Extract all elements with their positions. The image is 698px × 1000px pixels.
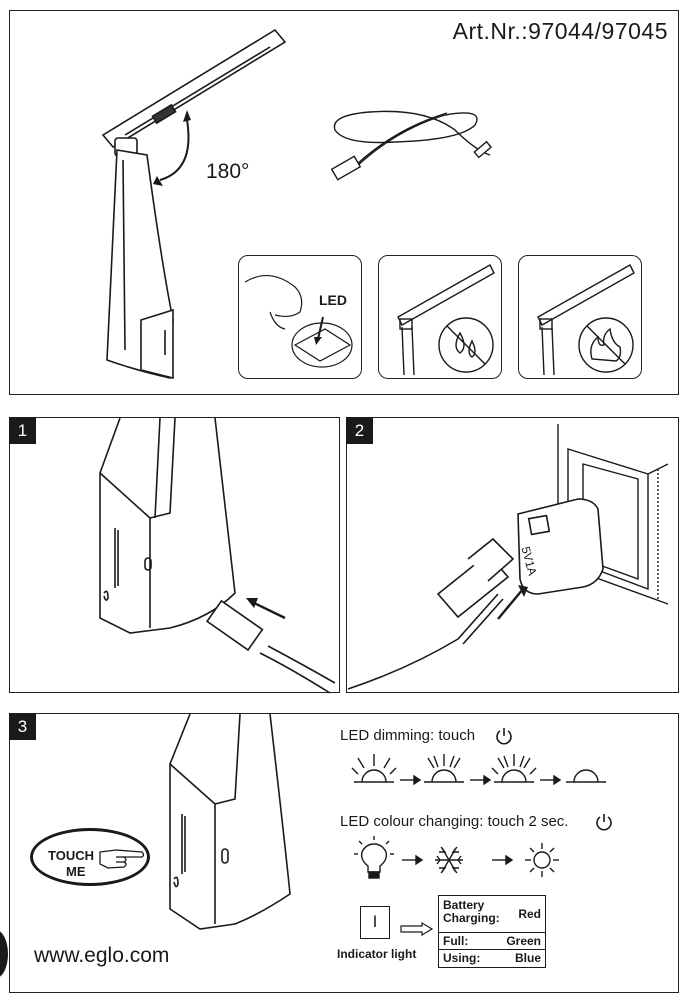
status-row-full: Full: Green bbox=[439, 932, 545, 950]
status-table: Battery Charging: Red Full: Green Using:… bbox=[438, 895, 546, 968]
step2-badge bbox=[346, 417, 373, 444]
rotation-label: 180° bbox=[206, 160, 250, 183]
no-water-illustration bbox=[397, 264, 495, 376]
arrow-right-icon bbox=[402, 854, 424, 866]
status-row-using: Using: Blue bbox=[439, 950, 545, 967]
no-fire-panel bbox=[518, 255, 642, 379]
sunrise-icon bbox=[351, 754, 397, 783]
power-icon bbox=[496, 728, 512, 745]
step3-badge bbox=[9, 713, 36, 740]
indicator-label: Indicator light bbox=[337, 947, 417, 961]
fire-icon bbox=[590, 327, 622, 362]
led-label: LED bbox=[319, 292, 347, 308]
status-row-charging: Battery Charging: Red bbox=[439, 896, 545, 933]
status-state: Full: bbox=[443, 934, 469, 948]
water-drop-icon bbox=[455, 331, 476, 358]
step3-number: 3 bbox=[17, 717, 28, 736]
sunrise-icon bbox=[424, 754, 464, 783]
sunset-icon bbox=[566, 769, 606, 783]
page-edge-mark bbox=[0, 930, 8, 978]
dimming-label: LED dimming: touch bbox=[340, 727, 476, 744]
status-color: Green bbox=[506, 934, 541, 948]
usb-plug-icon bbox=[436, 537, 515, 619]
indicator-symbol: I bbox=[372, 912, 378, 931]
arrow-right-icon bbox=[492, 854, 514, 866]
step1-number: 1 bbox=[17, 421, 28, 440]
website-link[interactable]: www.eglo.com bbox=[34, 944, 170, 967]
lamp-base-step3-illustration bbox=[169, 713, 291, 930]
usb-cable-icon bbox=[330, 110, 493, 181]
lamp-overview-illustration bbox=[101, 28, 287, 380]
arrow-right-icon bbox=[400, 921, 434, 937]
pointing-hand-icon bbox=[99, 849, 145, 869]
step2-number: 2 bbox=[354, 421, 365, 440]
status-state: Battery Charging: bbox=[443, 898, 500, 925]
sunrise-icon bbox=[491, 754, 537, 783]
touch-me-badge bbox=[30, 828, 150, 886]
indicator-symbol-box bbox=[360, 906, 390, 939]
wall-socket-illustration bbox=[347, 424, 669, 690]
sun-icon bbox=[525, 843, 559, 877]
article-number: Art.Nr.:97044/97045 bbox=[452, 18, 668, 44]
touch-led-panel bbox=[238, 255, 362, 379]
overview-panel bbox=[9, 10, 679, 395]
colour-sequence bbox=[354, 836, 559, 879]
status-color: Blue bbox=[514, 951, 541, 965]
colour-label: LED colour changing: touch 2 sec. bbox=[340, 813, 569, 830]
arrow-right-icon bbox=[540, 774, 562, 786]
snowflake-icon bbox=[435, 846, 463, 874]
step2-panel bbox=[346, 417, 679, 693]
status-state: Using: bbox=[443, 951, 481, 965]
dimming-sequence bbox=[351, 754, 606, 786]
step1-panel bbox=[9, 417, 340, 693]
touch-me-line2: ME bbox=[66, 864, 86, 879]
step1-badge bbox=[9, 417, 36, 444]
no-water-panel bbox=[378, 255, 502, 379]
bulb-icon bbox=[354, 836, 394, 879]
no-fire-illustration bbox=[537, 264, 635, 376]
hand-touch-illustration bbox=[244, 275, 353, 368]
lamp-base-closeup-illustration bbox=[99, 417, 336, 694]
arrow-right-icon bbox=[400, 774, 422, 786]
status-color: Red bbox=[518, 907, 541, 921]
power-icon bbox=[596, 814, 612, 831]
arrow-right-icon bbox=[470, 774, 492, 786]
touch-me-line1: TOUCH bbox=[48, 848, 94, 863]
step3-panel bbox=[9, 713, 679, 993]
usb-cable-icon bbox=[205, 599, 336, 694]
